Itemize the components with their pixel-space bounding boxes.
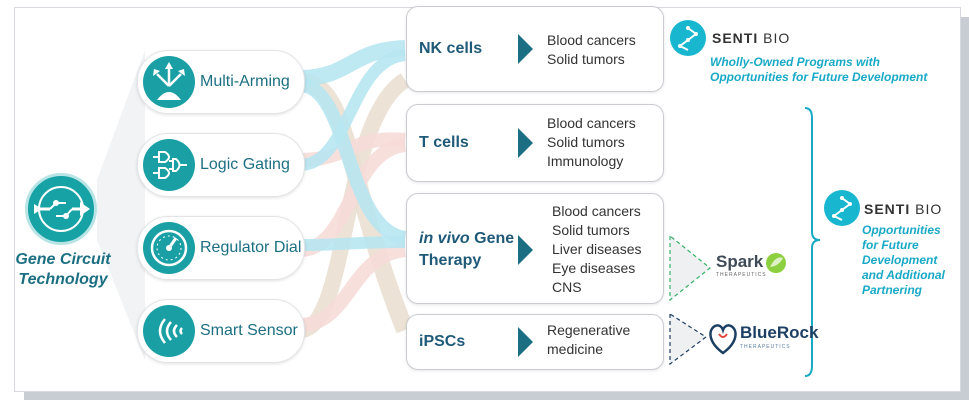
flow-blue-3: [299, 49, 407, 171]
indication-list: Blood cancers Solid tumors Liver disease…: [552, 202, 642, 297]
spark-name: Spark: [716, 252, 764, 271]
spark-leaf-icon: [766, 253, 786, 273]
spark-logo: Spark THERAPEUTICS: [716, 252, 766, 278]
senti-bio-logo-icon: [670, 20, 706, 56]
caption-line1: Wholly-Owned Programs with: [710, 55, 881, 69]
tech-label: Multi-Arming: [200, 73, 290, 90]
indication: Eye diseases: [552, 260, 636, 276]
program-card-in-vivo-gene-therapy: in vivo Gene Therapy Blood cancers Solid…: [406, 193, 664, 304]
smart-sensor-icon: [143, 305, 195, 357]
program-name-line2: Therapy: [419, 252, 482, 269]
bluerock-logo: BlueRock THERAPEUTICS: [740, 323, 819, 350]
tech-logic-gating: Logic Gating: [137, 133, 305, 197]
caption-line: for Future: [862, 238, 919, 252]
indication: Solid tumors: [552, 222, 630, 238]
program-name-rest: Gene: [469, 230, 515, 247]
tech-label: Logic Gating: [200, 156, 290, 173]
flow-pink-3: [299, 243, 407, 332]
logic-gate-icon: [143, 139, 195, 191]
indication: Liver diseases: [552, 241, 642, 257]
regulator-dial-icon: [143, 222, 195, 274]
program-name-italic: in vivo: [419, 230, 470, 247]
caption-line2: Opportunities for Future Development: [710, 70, 928, 84]
indication-list: Blood cancers Solid tumors Immunology: [547, 114, 636, 171]
indication: Immunology: [547, 153, 624, 169]
caption-line: and Additional: [862, 268, 945, 282]
senti-bio-wordmark: SENTI BIO: [712, 30, 790, 46]
brand-a: SENTI: [864, 201, 911, 217]
program-card-ipscs: iPSCs Regenerative medicine: [406, 314, 664, 370]
arrow-icon: [518, 34, 533, 64]
brand-b: BIO: [910, 201, 943, 217]
right-bracket: [804, 107, 821, 377]
hub-label-line2: Technology: [18, 271, 108, 288]
gene-circuit-hub: [25, 173, 97, 245]
bluerock-name: BlueRock: [740, 323, 819, 342]
program-name: iPSCs: [419, 333, 466, 350]
brand-b: BIO: [758, 30, 791, 46]
indication: Regenerative: [547, 322, 631, 338]
indication: CNS: [552, 279, 582, 295]
flow-blue-4: [299, 236, 406, 251]
caption-line: Opportunities: [862, 223, 941, 237]
tech-regulator-dial: Regulator Dial: [137, 216, 305, 280]
indication-list: Regenerative medicine: [547, 321, 630, 359]
tech-label: Regulator Dial: [200, 239, 302, 256]
indication: Blood cancers: [547, 32, 636, 48]
caption-line: Partnering: [862, 283, 923, 297]
senti-bio-wordmark: SENTI BIO: [864, 201, 942, 217]
tech-label: Smart Sensor: [200, 322, 298, 339]
senti-top-caption: Wholly-Owned Programs with Opportunities…: [710, 55, 950, 85]
multi-arming-icon: [143, 56, 195, 108]
senti-bio-logo-icon: [824, 190, 860, 226]
caption-line: Development: [862, 253, 938, 267]
indication: Blood cancers: [547, 115, 636, 131]
hub-fan: [97, 50, 145, 360]
bluerock-dashed-triangle: [669, 312, 708, 366]
program-card-nk-cells: NK cells Blood cancers Solid tumors: [406, 6, 664, 92]
program-name: NK cells: [419, 40, 483, 57]
arrow-icon: [518, 128, 533, 158]
spark-sub: THERAPEUTICS: [716, 272, 767, 278]
program-name: in vivo Gene Therapy: [419, 228, 514, 272]
brand-a: SENTI: [712, 30, 759, 46]
tech-smart-sensor: Smart Sensor: [137, 299, 305, 363]
flow-blue-2: [298, 78, 407, 245]
spark-dashed-triangle: [669, 234, 711, 302]
indication-list: Blood cancers Solid tumors: [547, 31, 636, 69]
indication: medicine: [547, 341, 604, 357]
hub-label-line1: Gene Circuit: [15, 251, 111, 268]
indication: Blood cancers: [552, 203, 641, 219]
flow-blue-1: [299, 40, 406, 86]
gene-circuit-icon: [34, 186, 90, 232]
program-card-t-cells: T cells Blood cancers Solid tumors Immun…: [406, 104, 664, 182]
arrow-icon: [518, 327, 533, 357]
bluerock-heart-icon: [709, 324, 737, 355]
indication: Solid tumors: [547, 51, 625, 67]
indication: Solid tumors: [547, 134, 625, 150]
bluerock-sub: THERAPEUTICS: [740, 344, 791, 350]
tech-multi-arming: Multi-Arming: [137, 50, 305, 114]
hub-label: Gene Circuit Technology: [8, 250, 118, 290]
arrow-icon: [518, 235, 533, 265]
program-name: T cells: [419, 134, 469, 151]
senti-right-caption: Opportunities for Future Development and…: [862, 223, 957, 298]
